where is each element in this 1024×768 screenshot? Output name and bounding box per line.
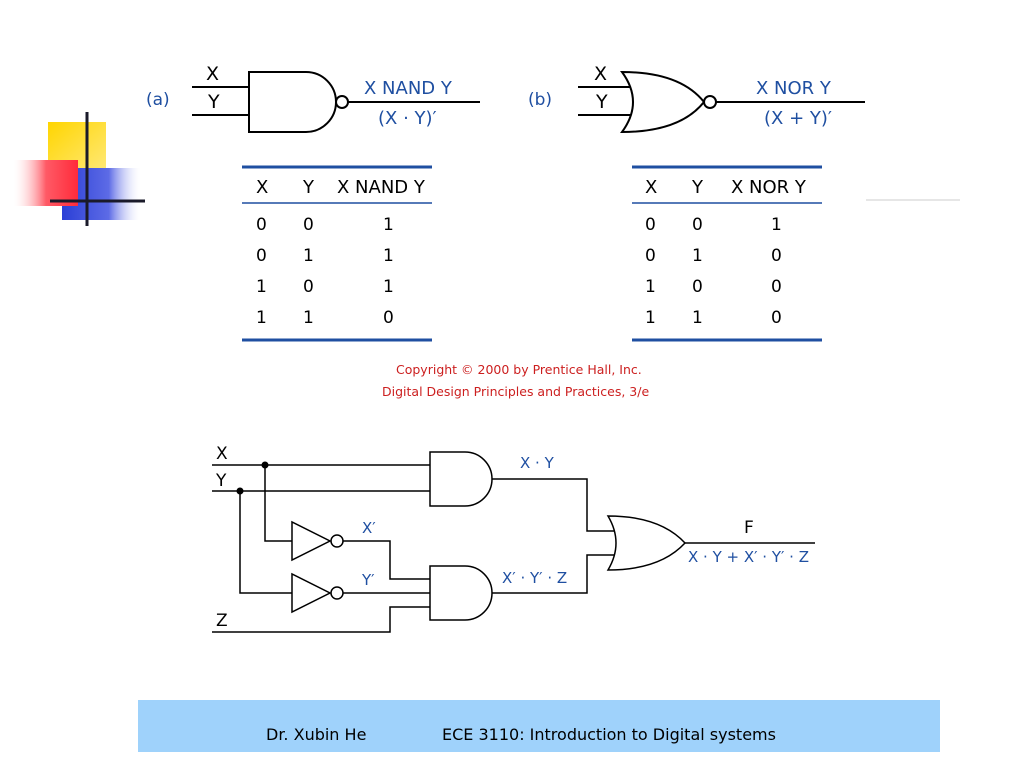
inverter-x-output-label: X′ [362,519,376,537]
nand-table-cell: 0 [256,246,267,266]
nand-output-name: X NAND Y [364,78,453,99]
and-bottom-output-label: X′ · Y′ · Z [502,569,567,587]
nor-table-cell: 1 [692,246,703,266]
and-gate-bottom [429,565,493,621]
nor-table-cell: 0 [771,246,782,266]
output-expression: X · Y + X′ · Y′ · Z [688,548,809,566]
circuit-input-z-label: Z [216,611,228,631]
nor-output-expr: (X + Y)′ [764,108,832,129]
nor-table-header-y: Y [691,177,704,198]
decorative-squares-logo [14,112,145,226]
nor-gate-diagram: (b) X Y X NOR Y (X + Y)′ [528,63,865,134]
nand-table-cell: 1 [383,277,394,297]
nor-tag: (b) [528,90,552,110]
nor-input-x-label: X [594,63,607,85]
nand-truth-table: X Y X NAND Y 0 0 1 0 1 1 1 0 1 1 1 0 [242,165,432,342]
nor-output-name: X NOR Y [756,78,832,99]
nand-input-y-label: Y [207,91,220,113]
circuit-input-x-label: X [216,444,228,464]
nor-table-header-x: X [645,177,657,198]
nand-output-expr: (X · Y)′ [378,108,437,129]
footer-course: ECE 3110: Introduction to Digital system… [442,725,776,744]
nor-gate-body [620,70,706,134]
nor-table-cell: 1 [771,215,782,235]
nand-input-x-label: X [206,63,219,85]
nand-table-cell: 1 [383,246,394,266]
copyright-line-2: Digital Design Principles and Practices,… [382,384,649,399]
nand-inversion-bubble [335,95,349,109]
output-f-label: F [744,518,754,538]
nand-table-header-out: X NAND Y [337,177,426,198]
nor-table-header-out: X NOR Y [731,177,807,198]
nand-table-cell: 0 [256,215,267,235]
nor-input-y-label: Y [595,91,608,113]
circuit-input-y-label: Y [215,471,227,491]
nor-table-cell: 0 [692,277,703,297]
nand-table-cell: 1 [303,308,314,328]
and-gate-top [429,451,493,507]
nor-table-cell: 1 [645,308,656,328]
inverter-x [291,520,332,562]
nor-table-cell: 1 [692,308,703,328]
inverter-y-output-label: Y′ [361,571,375,589]
logic-circuit-diagram: X Y Z X′ Y′ X · Y X′ · Y′ · Z [212,444,815,633]
copyright-note: Copyright © 2000 by Prentice Hall, Inc. … [382,362,649,399]
nand-table-cell: 0 [303,277,314,297]
nand-table-cell: 0 [303,215,314,235]
nor-truth-table: X Y X NOR Y 0 0 1 0 1 0 1 0 0 1 1 0 [632,165,822,342]
nand-table-cell: 1 [303,246,314,266]
footer-author: Dr. Xubin He [266,725,367,744]
nand-table-cell: 1 [256,277,267,297]
nor-table-cell: 0 [771,277,782,297]
nand-table-header-y: Y [302,177,315,198]
copyright-line-1: Copyright © 2000 by Prentice Hall, Inc. [396,362,642,377]
nand-gate-body [248,71,337,133]
nor-table-cell: 0 [771,308,782,328]
and-top-output-label: X · Y [520,454,555,472]
or-gate [606,515,687,571]
nor-table-cell: 1 [645,277,656,297]
nor-table-cell: 0 [645,215,656,235]
nand-table-cell: 1 [383,215,394,235]
inverter-y [291,572,332,614]
nand-gate-diagram: (a) X Y X NAND Y (X · Y)′ [146,63,480,133]
nand-table-cell: 1 [256,308,267,328]
nor-inversion-bubble [703,95,717,109]
nor-table-cell: 0 [692,215,703,235]
nand-table-cell: 0 [383,308,394,328]
nand-tag: (a) [146,90,170,110]
nand-table-header-x: X [256,177,268,198]
footer-bar: Dr. Xubin He ECE 3110: Introduction to D… [138,700,940,752]
nor-table-cell: 0 [645,246,656,266]
